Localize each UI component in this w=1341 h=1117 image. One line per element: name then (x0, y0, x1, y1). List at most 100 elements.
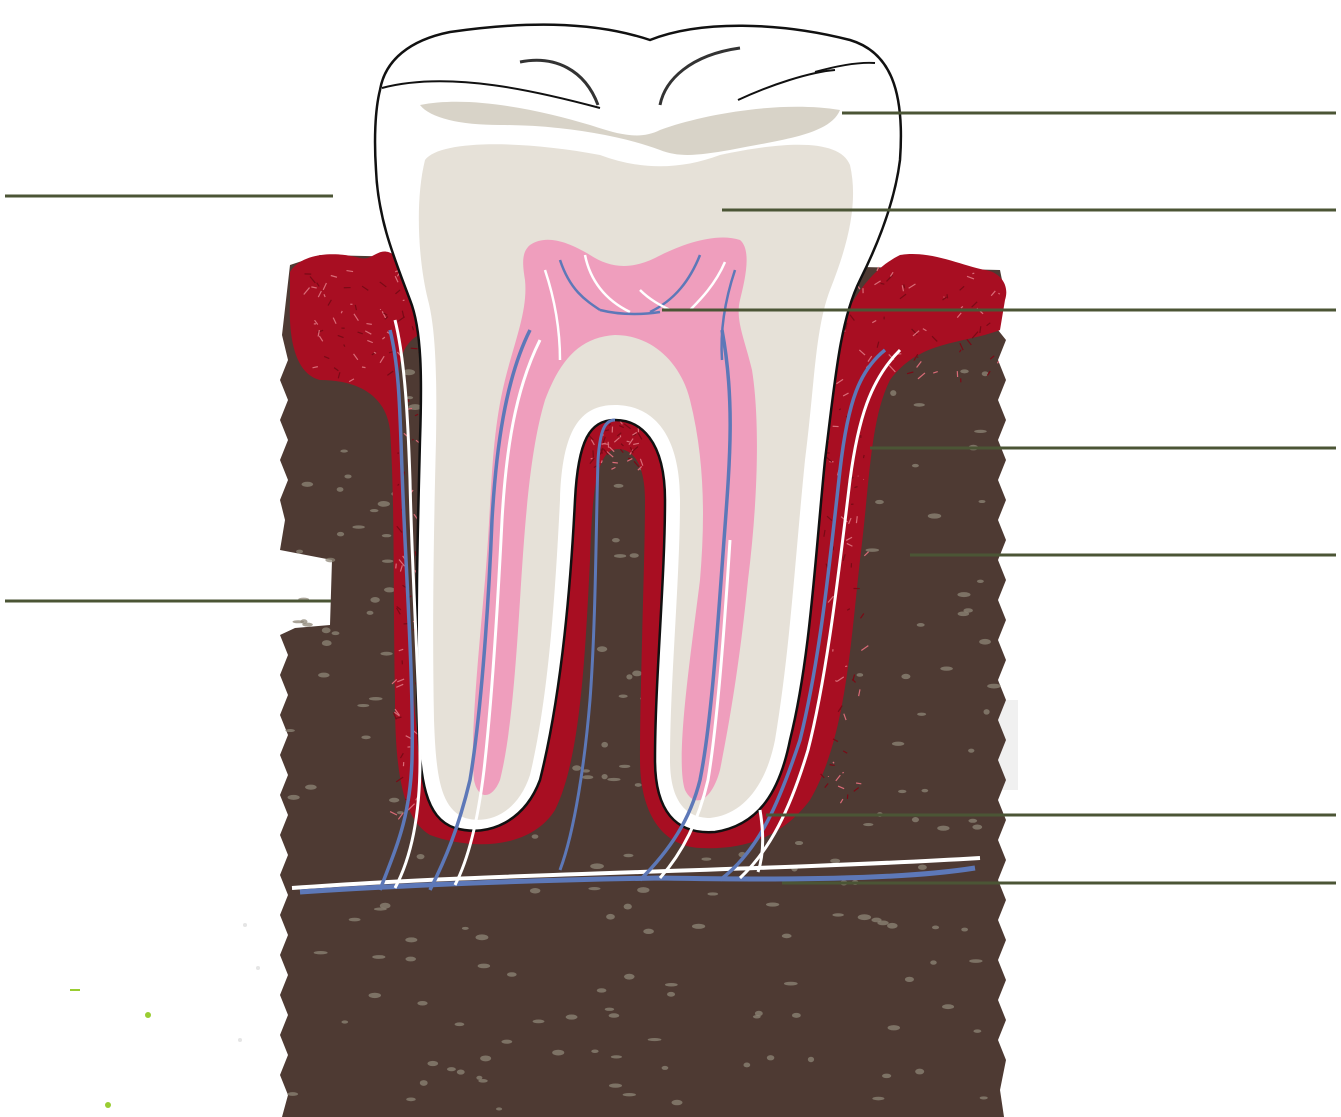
gum-fiber (627, 441, 630, 442)
gum-fiber (947, 294, 948, 298)
bone-speckle (626, 674, 632, 679)
bone-speckle (882, 1074, 891, 1079)
bone-speckle (382, 559, 394, 562)
gum-fiber (998, 293, 999, 294)
bone-speckle (984, 709, 990, 715)
bone-speckle (863, 823, 873, 826)
bone-speckle (858, 914, 871, 920)
bone-speckle (969, 959, 982, 963)
gum-fiber (366, 324, 371, 325)
bone-speckle (784, 982, 798, 986)
bone-speckle (667, 992, 675, 997)
bone-speckle (977, 580, 984, 583)
bone-speckle (533, 1020, 545, 1024)
bone-speckle (606, 914, 615, 920)
bone-speckle (582, 775, 593, 779)
bone-speckle (921, 789, 928, 792)
bone-speckle (961, 928, 968, 932)
bone-speckle (973, 1029, 981, 1033)
bone-speckle (296, 550, 303, 554)
bone-speckle (406, 1098, 416, 1102)
bone-speckle (501, 1040, 512, 1044)
gum-fiber (601, 460, 602, 463)
gum-fiber (856, 516, 857, 523)
bone-speckle (937, 826, 949, 831)
bone-speckle (875, 500, 884, 504)
bone-speckle (384, 587, 395, 592)
gum-fiber (830, 765, 835, 766)
bone-speckle (566, 1014, 578, 1019)
bone-speckle (637, 887, 649, 893)
bone-speckle (602, 774, 608, 779)
bone-speckle (552, 1050, 564, 1056)
gum-fiber (856, 783, 861, 784)
bone-speckle (979, 639, 991, 645)
bone-speckle (665, 983, 678, 986)
bone-speckle (648, 1038, 662, 1041)
bone-speckle (887, 923, 898, 929)
bone-speckle (872, 1097, 884, 1101)
bone-speckle (905, 977, 914, 982)
bone-speckle (341, 1020, 348, 1023)
bone-speckle (378, 501, 390, 507)
bone-speckle (357, 704, 369, 707)
bone-speckle (912, 464, 919, 468)
bone-speckle (349, 918, 361, 922)
gum-fiber (612, 462, 617, 463)
bone-speckle (588, 887, 600, 890)
bone-speckle (480, 1055, 491, 1061)
bone-speckle (915, 1069, 924, 1075)
bone-speckle (597, 988, 607, 992)
bone-speckle (857, 673, 864, 677)
bone-speckle (389, 798, 399, 803)
bone-speckle (597, 646, 607, 652)
bone-speckle (572, 765, 581, 770)
bone-speckle (370, 597, 379, 603)
bone-speckle (987, 684, 1001, 689)
bone-speckle (382, 534, 392, 537)
bone-speckle (830, 859, 840, 864)
bone-speckle (305, 785, 317, 790)
bone-speckle (630, 553, 639, 558)
bone-speckle (792, 1013, 801, 1018)
gum-fiber (412, 439, 413, 440)
bone-speckle (795, 841, 803, 845)
bone-speckle (968, 819, 977, 823)
gum-fiber (845, 666, 847, 667)
bone-speckle (496, 1107, 502, 1110)
bone-speckle (701, 857, 711, 860)
bone-speckle (692, 924, 705, 929)
bone-speckle (369, 993, 381, 998)
bone-speckle (960, 369, 969, 373)
bone-speckle (940, 667, 953, 671)
bone-speckle (447, 1067, 456, 1071)
bone-speckle (605, 1008, 615, 1011)
bone-speckle (601, 742, 608, 748)
bone-speckle (914, 403, 925, 407)
bone-speckle (974, 430, 987, 433)
bone-speckle (417, 854, 425, 859)
bone-speckle (478, 964, 490, 969)
bone-speckle (958, 611, 970, 616)
bone-speckle (877, 921, 888, 926)
bone-speckle (322, 627, 331, 633)
bone-speckle (898, 790, 906, 793)
bone-speckle (337, 532, 344, 537)
bone-speckle (332, 631, 340, 635)
bone-speckle (918, 865, 927, 870)
bone-speckle (591, 1050, 598, 1054)
bone-speckle (405, 937, 417, 942)
bone-speckle (530, 888, 540, 893)
bone-speckle (619, 694, 628, 697)
gum-fiber (362, 367, 366, 368)
bone-speckle (767, 1055, 774, 1060)
bone-speckle (662, 1066, 669, 1070)
bone-speckle (427, 1061, 438, 1066)
bone-speckle (832, 913, 844, 916)
bone-speckle (476, 934, 489, 940)
gum-fiber (411, 348, 418, 349)
bone-speckle (344, 474, 351, 478)
bone-speckle (314, 951, 328, 954)
bone-speckle (325, 558, 335, 563)
